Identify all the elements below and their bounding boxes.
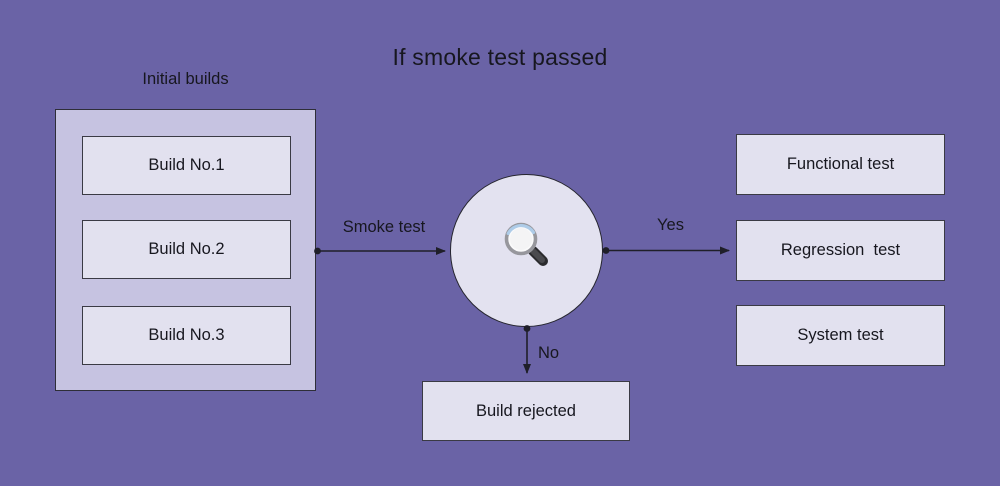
edge-label-yes: Yes [657,216,684,234]
build-node-3: Build No.3 [82,306,291,365]
outcome-functional-test: Functional test [736,134,945,195]
build-node-1: Build No.1 [82,136,291,195]
edge-label-smoke-test: Smoke test [342,218,426,236]
initial-builds-label: Initial builds [142,70,229,88]
magnifier-icon [500,220,554,281]
diagram-title: If smoke test passed [392,44,608,70]
outcome-system-test: System test [736,305,945,366]
outcome-regression-test: Regression test [736,220,945,281]
build-rejected-node: Build rejected [422,381,630,441]
decision-node [450,174,603,327]
build-node-2: Build No.2 [82,220,291,279]
edge-label-no: No [538,344,560,362]
